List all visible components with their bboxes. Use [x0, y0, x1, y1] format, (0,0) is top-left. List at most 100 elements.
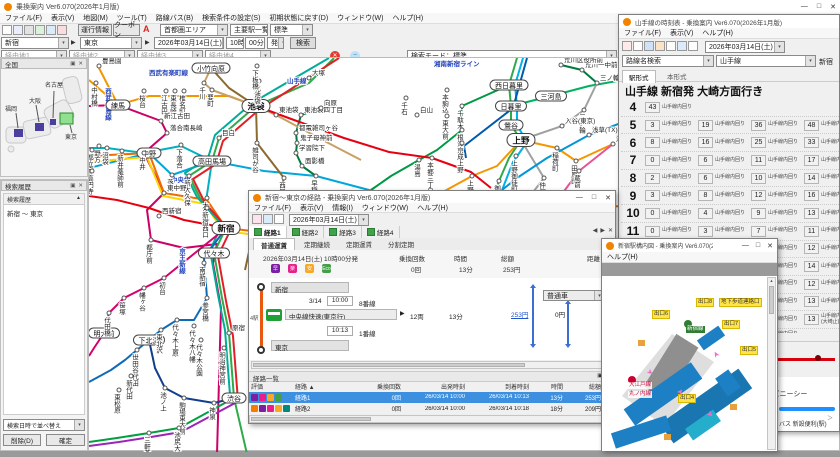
- station-dot[interactable]: [209, 87, 215, 93]
- menu-item[interactable]: 表示(V): [50, 15, 75, 22]
- minute-box[interactable]: 33: [804, 137, 819, 149]
- menu-item[interactable]: 表示(V): [299, 204, 324, 212]
- station-pill[interactable]: [241, 99, 271, 113]
- menu-item[interactable]: ヘルプ(H): [392, 15, 424, 22]
- minute-box[interactable]: 0: [645, 207, 660, 219]
- minute-box[interactable]: 4: [698, 207, 713, 219]
- close-icon[interactable]: ✕: [605, 194, 611, 202]
- station-dot[interactable]: [586, 132, 592, 138]
- station-dot[interactable]: [164, 130, 170, 136]
- station-dot[interactable]: [106, 310, 112, 316]
- line-label[interactable]: 大江戸線: [628, 382, 653, 389]
- minute-box[interactable]: 3: [645, 190, 660, 202]
- minute-box[interactable]: 0: [645, 154, 660, 166]
- minute-box[interactable]: 6: [698, 172, 713, 184]
- station-dot[interactable]: [273, 112, 279, 118]
- timetable-hour[interactable]: 4: [629, 100, 637, 115]
- station-dot[interactable]: [181, 88, 187, 94]
- minute-box[interactable]: 11: [751, 154, 766, 166]
- print-icon[interactable]: [633, 41, 643, 51]
- station-pill[interactable]: [495, 100, 527, 112]
- station-dot[interactable]: [579, 67, 585, 73]
- text-icon[interactable]: [688, 41, 698, 51]
- station-pill[interactable]: [535, 90, 567, 102]
- delete-history-button[interactable]: 削除(D): [3, 434, 41, 446]
- train-name-box[interactable]: 中央線快速(東京行): [285, 309, 397, 320]
- station-dot[interactable]: [414, 112, 420, 118]
- grid-icon[interactable]: [677, 41, 687, 51]
- timetable-hour[interactable]: 6: [629, 135, 637, 150]
- minute-box[interactable]: 13: [804, 314, 819, 326]
- hour-combo[interactable]: 10時: [226, 37, 244, 49]
- scroll-thumb[interactable]: [253, 363, 525, 367]
- station-dot[interactable]: [172, 88, 178, 94]
- from-station-box[interactable]: 新宿: [271, 282, 349, 294]
- minute-combo[interactable]: 00分: [245, 37, 265, 49]
- minute-box[interactable]: 3: [645, 119, 660, 131]
- route-list-h-scrollbar[interactable]: [249, 415, 609, 423]
- exit-label[interactable]: 出口5: [740, 346, 759, 355]
- station-dot[interactable]: [254, 140, 260, 146]
- station-dot[interactable]: [513, 153, 519, 159]
- menu-item[interactable]: 地図(M): [83, 15, 108, 22]
- search-button[interactable]: 検索: [290, 37, 316, 49]
- column-header[interactable]: 評価: [251, 385, 264, 391]
- timetable-cell[interactable]: 14山手線内回り: [804, 172, 839, 184]
- save-icon[interactable]: [13, 25, 23, 35]
- maximize-icon[interactable]: □: [755, 241, 761, 249]
- calendar-icon[interactable]: [644, 41, 654, 51]
- minute-box[interactable]: 36: [751, 119, 766, 131]
- column-header[interactable]: 乗換回数: [376, 385, 401, 391]
- station-pill[interactable]: [198, 247, 230, 259]
- timetable-hour[interactable]: 5: [629, 118, 637, 133]
- station-dot[interactable]: [116, 387, 122, 393]
- minimize-icon[interactable]: —: [741, 241, 749, 249]
- station-dot[interactable]: [559, 123, 565, 129]
- delete-icon[interactable]: [57, 25, 67, 35]
- timetable-cell[interactable]: 14山手線内回り: [804, 261, 839, 273]
- station-dot[interactable]: [541, 175, 547, 181]
- station-pill[interactable]: [211, 221, 241, 235]
- menu-item[interactable]: 初期状態に戻す(D): [269, 15, 329, 22]
- area-combo[interactable]: 首都圏エリア▾: [160, 24, 228, 36]
- print-icon[interactable]: [263, 214, 273, 224]
- station-dot[interactable]: [444, 113, 450, 119]
- station-dot[interactable]: [181, 395, 187, 401]
- timetable-hour[interactable]: 9: [629, 188, 637, 203]
- timetable-menu-bar[interactable]: ファイル(F)表示(V)ヘルプ(H): [619, 28, 839, 39]
- more-icon[interactable]: ＞: [827, 416, 834, 422]
- station-dot[interactable]: [204, 195, 210, 201]
- station-dot[interactable]: [204, 205, 210, 211]
- station-dot[interactable]: [254, 63, 260, 69]
- close-icon[interactable]: ✕: [767, 242, 773, 250]
- station-dot[interactable]: [178, 142, 184, 148]
- station-dot[interactable]: [93, 80, 99, 86]
- station-dot[interactable]: [204, 295, 210, 301]
- minimize-icon[interactable]: —: [800, 2, 808, 10]
- coupon-button[interactable]: クーポン: [113, 22, 140, 39]
- station-pill[interactable]: [191, 62, 231, 74]
- tab-fare-4[interactable]: 分割定期: [388, 242, 414, 249]
- timetable-hour[interactable]: 7: [629, 153, 637, 168]
- horizontal-scroll-thumb[interactable]: [779, 407, 835, 411]
- menu-item[interactable]: ファイル(F): [624, 30, 661, 37]
- clear-via-icon[interactable]: ✕: [330, 51, 340, 61]
- station-dot[interactable]: [226, 330, 232, 336]
- station-dot[interactable]: [141, 285, 147, 291]
- station-dot[interactable]: [156, 213, 162, 219]
- station-dot[interactable]: [403, 95, 409, 101]
- maximize-icon[interactable]: □: [816, 2, 822, 10]
- minute-box[interactable]: 25: [751, 137, 766, 149]
- minute-box[interactable]: 16: [698, 137, 713, 149]
